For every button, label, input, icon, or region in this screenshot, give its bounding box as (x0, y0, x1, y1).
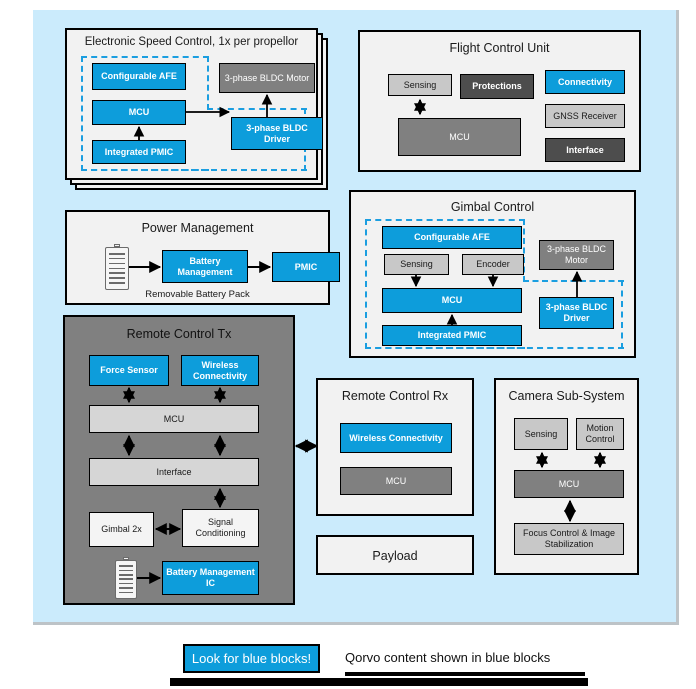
remote-tx-block-interface[interactable]: Interface (89, 458, 259, 486)
remote-tx-block-force-sensor[interactable]: Force Sensor (89, 355, 169, 386)
gimbal-block-integrated-pmic[interactable]: Integrated PMIC (382, 325, 522, 346)
panel-electronic-speed-control[interactable]: Electronic Speed Control, 1x per propell… (65, 28, 323, 180)
remote-tx-battery-body-icon (115, 559, 137, 599)
power-title: Power Management (141, 221, 254, 235)
gimbal-qorvo-boundary-bottom (365, 347, 624, 350)
legend-underline (345, 672, 585, 676)
esc-title: Electronic Speed Control, 1x per propell… (84, 36, 299, 48)
remote-tx-block-signal-conditioning[interactable]: Signal Conditioning (182, 509, 259, 547)
remote-tx-block-gimbal-2x[interactable]: Gimbal 2x (89, 512, 154, 547)
camera-block-mcu[interactable]: MCU (514, 470, 624, 498)
esc-block-bldc-motor[interactable]: 3-phase BLDC Motor (219, 63, 315, 93)
panel-power-management[interactable]: Power Management Battery Management PMIC… (65, 210, 340, 305)
esc-block-configurable-afe[interactable]: Configurable AFE (92, 63, 186, 90)
panel-remote-control-tx[interactable]: Remote Control Tx Force Sensor Wireless … (63, 315, 295, 605)
fcu-block-connectivity[interactable]: Connectivity (545, 70, 625, 94)
esc-qorvo-boundary-upper-right (207, 56, 210, 110)
diagram-canvas: Electronic Speed Control, 1x per propell… (33, 10, 679, 625)
gimbal-block-bldc-driver[interactable]: 3-phase BLDC Driver (539, 297, 614, 329)
panel-payload[interactable]: Payload (316, 535, 474, 575)
gimbal-block-mcu[interactable]: MCU (382, 288, 522, 313)
battery-icon (105, 244, 129, 290)
fcu-block-protections[interactable]: Protections (460, 74, 534, 99)
camera-block-sensing[interactable]: Sensing (514, 418, 568, 450)
remote-tx-block-battery-management-ic[interactable]: Battery Management IC (162, 561, 259, 595)
remote-tx-title: Remote Control Tx (126, 327, 232, 341)
camera-title: Camera Sub-System (508, 389, 625, 403)
esc-qorvo-boundary-bottom (81, 169, 307, 172)
fcu-title: Flight Control Unit (449, 41, 550, 55)
camera-block-motion-control[interactable]: Motion Control (576, 418, 624, 450)
legend-chip[interactable]: Look for blue blocks! (183, 644, 320, 673)
panel-gimbal-control[interactable]: Gimbal Control Configurable AFE Sensing … (349, 190, 636, 358)
battery-body-icon (105, 246, 129, 290)
power-caption: Removable Battery Pack (145, 289, 250, 300)
fcu-block-gnss-receiver[interactable]: GNSS Receiver (545, 104, 625, 128)
fcu-block-mcu[interactable]: MCU (398, 118, 521, 156)
esc-block-integrated-pmic[interactable]: Integrated PMIC (92, 140, 186, 164)
esc-qorvo-boundary-step (207, 108, 307, 111)
gimbal-qorvo-boundary-right (621, 280, 624, 349)
remote-rx-block-wireless-connectivity[interactable]: Wireless Connectivity (340, 423, 452, 453)
fcu-block-sensing[interactable]: Sensing (388, 74, 452, 96)
gimbal-qorvo-boundary-step (523, 280, 624, 283)
battery-cap-icon (114, 244, 120, 248)
remote-tx-block-mcu[interactable]: MCU (89, 405, 259, 433)
gimbal-block-sensing[interactable]: Sensing (384, 254, 449, 275)
esc-block-bldc-driver[interactable]: 3-phase BLDC Driver (231, 117, 323, 150)
gimbal-block-encoder[interactable]: Encoder (462, 254, 524, 275)
gimbal-block-configurable-afe[interactable]: Configurable AFE (382, 226, 522, 249)
camera-block-focus-control[interactable]: Focus Control & Image Stabilization (514, 523, 624, 555)
bottom-bar (170, 678, 588, 686)
power-block-battery-management[interactable]: Battery Management (162, 250, 248, 283)
panel-flight-control-unit[interactable]: Flight Control Unit Sensing Protections … (358, 30, 641, 172)
remote-tx-battery-cap-icon (123, 557, 129, 560)
legend-note: Qorvo content shown in blue blocks (345, 650, 551, 665)
esc-block-mcu[interactable]: MCU (92, 100, 186, 125)
remote-tx-battery-icon (115, 557, 137, 599)
remote-rx-block-mcu[interactable]: MCU (340, 467, 452, 495)
gimbal-qorvo-boundary-upper-right (523, 219, 526, 282)
payload-title: Payload (372, 549, 418, 563)
power-block-pmic[interactable]: PMIC (272, 252, 340, 282)
gimbal-block-bldc-motor[interactable]: 3-phase BLDC Motor (539, 240, 614, 270)
panel-remote-control-rx[interactable]: Remote Control Rx Wireless Connectivity … (316, 378, 474, 516)
panel-camera-sub-system[interactable]: Camera Sub-System Sensing Motion Control… (494, 378, 639, 575)
remote-rx-title: Remote Control Rx (341, 389, 449, 403)
fcu-block-interface[interactable]: Interface (545, 138, 625, 162)
remote-tx-block-wireless-connectivity[interactable]: Wireless Connectivity (181, 355, 259, 386)
gimbal-title: Gimbal Control (450, 200, 535, 214)
